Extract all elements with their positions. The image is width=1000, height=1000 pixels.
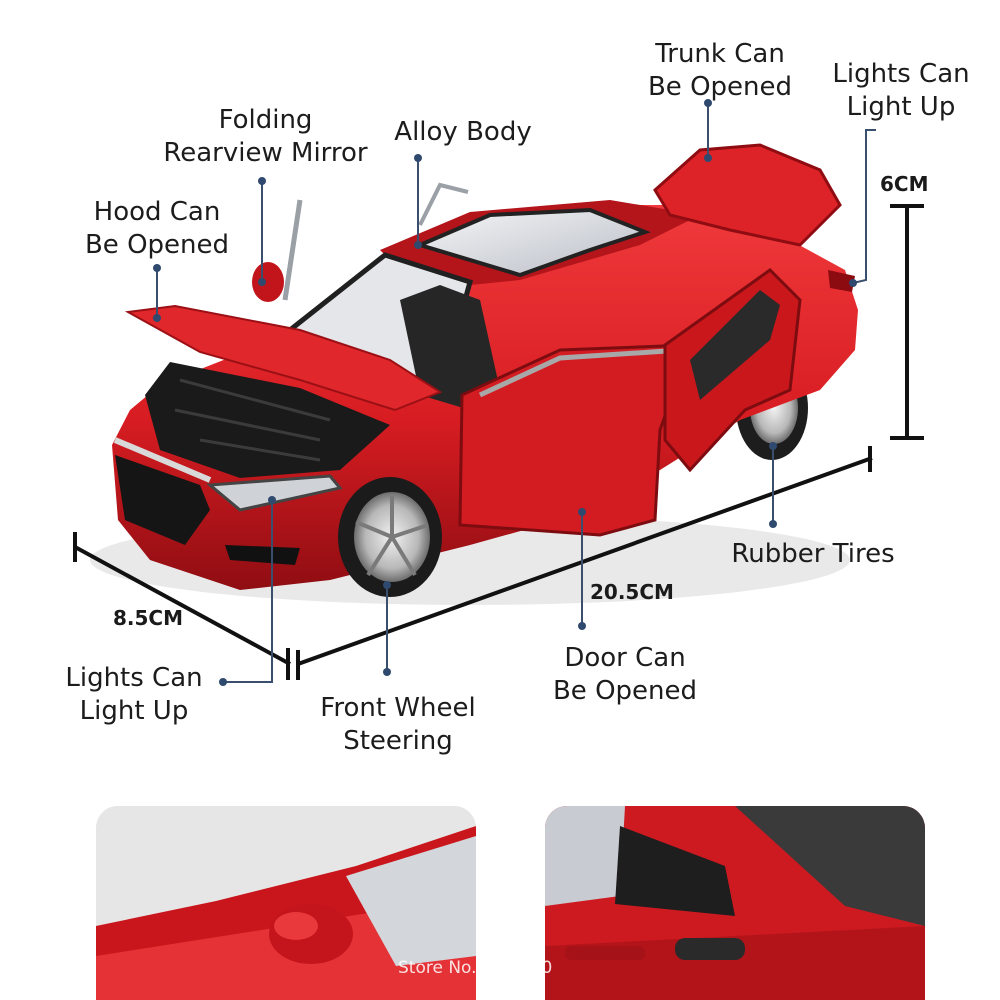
- open-hood: [124, 304, 443, 412]
- mirror-detail-photo: [96, 806, 476, 1000]
- rear-door-window: [690, 290, 780, 400]
- label-mirror: Folding Rearview Mirror: [163, 105, 368, 168]
- label-alloy-body: Alloy Body: [394, 117, 532, 147]
- chrome-strip: [113, 437, 212, 483]
- label-trunk: Trunk Can Be Opened: [647, 39, 793, 102]
- front-wheel: [338, 477, 442, 597]
- open-trunk: [653, 143, 842, 247]
- length-label: 20.5CM: [590, 580, 674, 604]
- tail-light: [828, 270, 855, 292]
- door-handle-detail-photo: [545, 806, 925, 1000]
- label-rear-lights: Lights Can Light Up: [832, 59, 970, 122]
- roof-antenna: [418, 182, 469, 226]
- height-dimension: [890, 204, 924, 440]
- sunroof-glass: [414, 207, 651, 278]
- front-grille: [115, 455, 210, 545]
- width-dimension: [73, 532, 291, 680]
- side-mirror: [252, 262, 284, 302]
- label-front-lights: Lights Can Light Up: [65, 663, 203, 726]
- door-window-frame: [478, 347, 683, 398]
- headlight: [206, 474, 343, 512]
- label-hood: Hood Can Be Opened: [84, 197, 230, 260]
- store-watermark: Store No.3977030: [398, 958, 553, 978]
- leader-dots: [153, 99, 857, 686]
- label-rubber-tires: Rubber Tires: [731, 539, 895, 569]
- engine-bay: [145, 362, 390, 478]
- label-front-wheel: Front Wheel Steering: [320, 693, 476, 756]
- interior-seats: [400, 285, 500, 410]
- fog-light: [225, 545, 300, 565]
- width-label: 8.5CM: [113, 606, 184, 630]
- length-dimension: [296, 446, 873, 680]
- raised-mirror-arm: [282, 199, 303, 301]
- height-label: 6CM: [880, 172, 929, 196]
- leader-lines: [156, 103, 876, 683]
- open-door: [458, 343, 693, 537]
- label-door: Door Can Be Opened: [552, 643, 698, 706]
